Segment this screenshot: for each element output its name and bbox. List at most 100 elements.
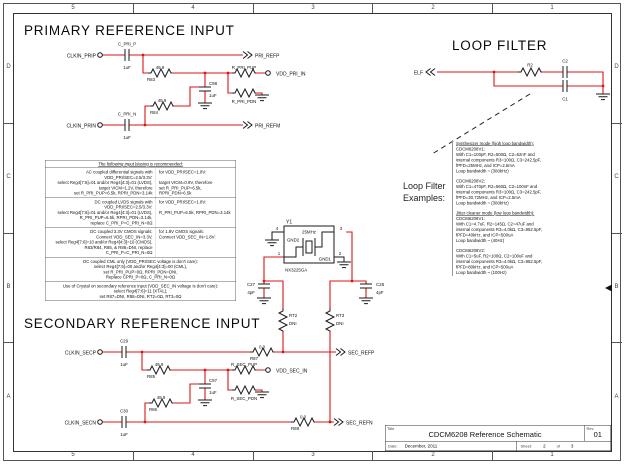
ruler-tick: [612, 123, 622, 124]
date-label: Date:: [388, 443, 398, 449]
ref-C29: C29: [120, 339, 129, 344]
note-cell: for VDD_PRI/SEC=1.8V: target VICM=0.9V, …: [155, 168, 236, 198]
frame-row-label: A: [614, 394, 619, 400]
ruler-tick: [3, 233, 13, 234]
ruler-tick: [372, 3, 373, 13]
ref-C97: C97: [209, 378, 218, 383]
val-R88: 0.0: [300, 415, 307, 420]
net-label-sec-refn: SEC_REFN: [346, 421, 373, 427]
port-circle: [97, 52, 271, 128]
val-R87: 0.0: [259, 345, 266, 350]
pin-label-gnd2: GND2: [287, 238, 300, 243]
loop-filter-examples-label: Loop Filter Examples:: [403, 181, 446, 203]
resistor-R83: [147, 68, 173, 78]
secondary-wires: [102, 351, 336, 423]
frame-col-label: 1: [550, 452, 554, 458]
ref-R85: R85: [147, 374, 156, 379]
ruler-tick: [133, 451, 134, 461]
net-label-clkin-prin: CLKIN_PRIN: [67, 124, 97, 130]
frame-col-label: 3: [311, 452, 315, 458]
capacitor-C2: [562, 65, 568, 79]
val-C29: 1uF: [120, 362, 128, 367]
frame-col-label: 4: [191, 452, 195, 458]
pin-number-1: 1: [278, 251, 281, 256]
ruler-tick: [3, 342, 13, 343]
net-label-pri-refm: PRI_REFM: [255, 124, 280, 130]
val-C27: 4pF: [247, 290, 255, 295]
pin-label-gnd1: GND1: [319, 257, 332, 262]
val-RT3: DNI: [336, 321, 344, 326]
part-number-Y1: NX3225GA: [285, 268, 307, 273]
pin-number-4: 4: [276, 226, 279, 231]
ref-R86: R86: [149, 407, 158, 412]
note-cell: DC coupled LVDS signals with VDD_PRI/SEC…: [57, 199, 153, 226]
ref-Y1: Y1: [286, 220, 292, 226]
secondary-circuit: CLKIN_SECP CLKIN_SECN C29 1uF C30 1uF 49…: [65, 339, 375, 438]
note-cell: DC coupled 3.3V CMOS signals: Connect VD…: [55, 229, 153, 256]
val-R85: 49.9: [155, 362, 164, 367]
ref-RT3: RT3: [336, 313, 345, 318]
crystal-symbol: [284, 231, 334, 258]
ref-C27: C27: [247, 282, 256, 287]
ground-symbol: [595, 93, 611, 101]
frame-col-label: 3: [311, 5, 315, 11]
net-label-sec-refp: SEC_REFP: [348, 351, 375, 357]
val-R83: 49.9: [156, 65, 165, 70]
val-RT2: DNI: [289, 321, 297, 326]
frame-row-label: B: [614, 284, 619, 290]
ref-R_SEC_PUP: R_SEC_PUP: [231, 362, 257, 367]
resistor-R84: [149, 101, 175, 111]
lf-example-block: CDCM6208V1: With C1=4.7uF, R2=145Ω, C2=4…: [456, 216, 543, 243]
secondary-section-title: SECONDARY REFERENCE INPUT: [24, 316, 261, 331]
pin-number-2: 2: [339, 251, 342, 256]
frame-col-label: 5: [71, 5, 75, 11]
of-label: of: [556, 443, 560, 449]
ruler-tick: [612, 342, 622, 343]
resistor-RT3: [325, 307, 335, 333]
ref-C30: C30: [120, 409, 129, 414]
input-biasing-notes-table: The following input biasing is recommend…: [45, 160, 236, 442]
sheet-total: 3: [570, 443, 574, 449]
ruler-tick: [3, 123, 13, 124]
frame-inner-border: [13, 13, 612, 452]
schematic-title: CDCM6208 Reference Schematic: [428, 430, 542, 440]
title-block: Title CDCM6208 Reference Schematic Rev 0…: [385, 425, 611, 451]
ref-C_PRI_P: C_PRI_P: [118, 42, 136, 47]
capacitor-C_PRI_N: [124, 118, 130, 132]
resistor-R_PRI_PDN: [231, 88, 257, 98]
ref-C2: C2: [562, 59, 568, 64]
title-block-title-cell: Title CDCM6208 Reference Schematic: [386, 426, 585, 442]
net-label-vdd-sec-in: VDD_SEC_IN: [276, 369, 308, 375]
note-cell: for 1.8V CMOS signals: Connect VDD_SEC_I…: [155, 227, 236, 257]
loop-filter-wires: [437, 71, 604, 94]
val-C30: 1uF: [120, 432, 128, 437]
net-label-clkin-secn: CLKIN_SECN: [65, 421, 97, 427]
lf-section-header: Jitter cleaner mode (low loop bandwidth)…: [456, 210, 535, 216]
frame-row-label: D: [614, 64, 619, 70]
frame-row-label: D: [6, 64, 11, 70]
title-block-rev-cell: Rev 01: [584, 425, 611, 441]
val-Y1-freq: 25MHz: [302, 230, 316, 235]
ruler-tick: [253, 451, 254, 461]
ruler-tick: [492, 3, 493, 13]
frame-row-label: C: [6, 174, 11, 180]
note-cell: AC coupled differential signals with VDD…: [57, 169, 153, 196]
callout-dashed-line: [431, 93, 531, 155]
offpage-chevron: [425, 68, 436, 76]
ref-C_PRI_N: C_PRI_N: [118, 112, 137, 117]
title-block-date-cell: Date: December, 2011: [386, 444, 517, 449]
resistor-R_PRI_PUP: [231, 68, 257, 78]
ref-R87: R87: [250, 356, 259, 361]
primary-section-title: PRIMARY REFERENCE INPUT: [24, 23, 235, 38]
ref-R88: R88: [291, 426, 300, 431]
note-row: DC coupled CML only (VDD_PRI/SEC voltage…: [45, 256, 236, 281]
val-R86: 49.9: [157, 395, 166, 400]
ref-R84: R84: [150, 110, 159, 115]
frame-row-label: B: [6, 284, 11, 290]
crystal-pin-stubs: [271, 231, 345, 262]
lf-example-block: CDCM6208V2: With C1=5uF, R2=100Ω, C2=100…: [456, 248, 543, 275]
ref-C1: C1: [562, 97, 568, 102]
lf-section-header: Synthesizer mode (high loop bandwidth):: [456, 141, 534, 146]
capacitor-C1: [562, 79, 568, 93]
